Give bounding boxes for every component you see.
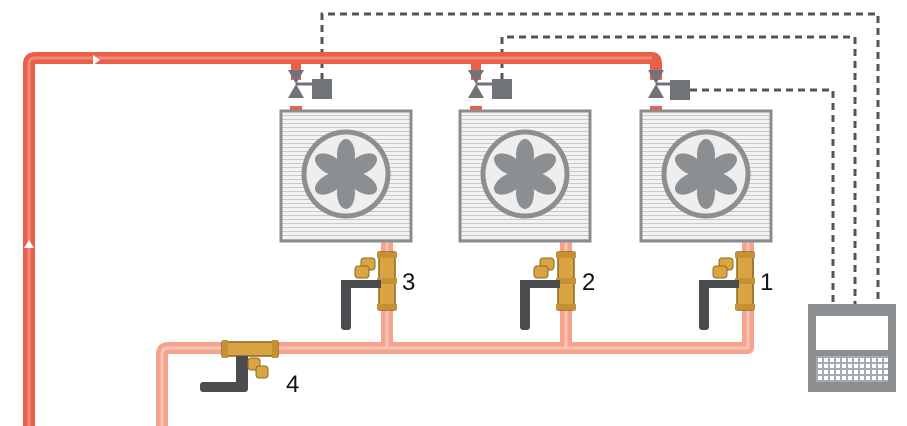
balancing-valve-1: 1	[698, 251, 773, 331]
keypad-key	[878, 370, 882, 374]
keypad-key	[848, 358, 852, 362]
keypad-key	[848, 376, 852, 380]
keypad-key	[860, 376, 864, 380]
keypad-key	[818, 358, 822, 362]
keypad-key	[824, 376, 828, 380]
keypad-key	[842, 364, 846, 368]
keypad-key	[824, 370, 828, 374]
controller-keypad	[816, 356, 888, 382]
keypad-key	[836, 376, 840, 380]
keypad-key	[860, 370, 864, 374]
keypad-key	[824, 364, 828, 368]
keypad-key	[872, 370, 876, 374]
two-way-valve-icon	[648, 70, 664, 84]
keypad-key	[872, 364, 876, 368]
balancing-valve-icon	[200, 340, 279, 392]
keypad-key	[866, 364, 870, 368]
valve-actuator-icon	[670, 80, 690, 100]
fan-coil-unit-icon	[460, 111, 590, 241]
keypad-key	[854, 364, 858, 368]
valve-label-2: 2	[582, 269, 595, 296]
keypad-key	[824, 358, 828, 362]
valve-label-4: 4	[286, 371, 299, 398]
keypad-key	[878, 358, 882, 362]
zone-valve-2	[468, 70, 512, 112]
keypad-key	[830, 376, 834, 380]
keypad-key	[860, 364, 864, 368]
keypad-key	[818, 364, 822, 368]
controller	[808, 304, 896, 392]
fan-coil-unit-2	[460, 111, 590, 241]
keypad-key	[884, 370, 888, 374]
keypad-key	[878, 364, 882, 368]
keypad-key	[818, 376, 822, 380]
valve-label-1: 1	[760, 269, 773, 296]
balancing-valve-2: 2	[519, 251, 595, 331]
fan-coil-unit-icon	[281, 111, 411, 241]
keypad-key	[848, 370, 852, 374]
valve-label-3: 3	[402, 269, 415, 296]
return-pipe	[156, 240, 754, 426]
keypad-key	[866, 370, 870, 374]
keypad-key	[836, 358, 840, 362]
flow-arrow-icon	[93, 55, 100, 65]
valve-actuator-icon	[492, 79, 512, 99]
control-wiring	[320, 12, 880, 304]
keypad-key	[884, 358, 888, 362]
control-wire-unit-2	[500, 35, 857, 304]
two-way-valve-icon	[288, 70, 304, 84]
keypad-key	[872, 376, 876, 380]
keypad-key	[842, 358, 846, 362]
keypad-key	[878, 376, 882, 380]
keypad-key	[884, 364, 888, 368]
zone-valve-3	[288, 70, 332, 112]
two-way-valve-icon	[468, 70, 484, 84]
controller-screen	[816, 316, 888, 350]
valve-actuator-icon	[312, 79, 332, 99]
keypad-key	[836, 370, 840, 374]
keypad-key	[842, 376, 846, 380]
fan-coil-unit-3	[281, 111, 411, 241]
keypad-key	[830, 364, 834, 368]
keypad-key	[860, 358, 864, 362]
keypad-key	[830, 358, 834, 362]
fan-coil-unit-1	[641, 111, 771, 241]
keypad-key	[818, 370, 822, 374]
balancing-valve-4: 4	[200, 340, 299, 398]
keypad-key	[836, 364, 840, 368]
keypad-key	[830, 370, 834, 374]
keypad-key	[884, 376, 888, 380]
zone-valve-1	[648, 70, 690, 112]
keypad-key	[854, 358, 858, 362]
supply-pipe	[23, 52, 662, 426]
keypad-key	[866, 358, 870, 362]
keypad-key	[848, 364, 852, 368]
fan-coil-unit-icon	[641, 111, 771, 241]
flow-arrow-up-icon	[24, 240, 34, 248]
keypad-key	[854, 370, 858, 374]
balancing-valve-3: 3	[340, 251, 415, 331]
keypad-key	[842, 370, 846, 374]
keypad-key	[866, 376, 870, 380]
keypad-key	[854, 376, 858, 380]
keypad-key	[872, 358, 876, 362]
